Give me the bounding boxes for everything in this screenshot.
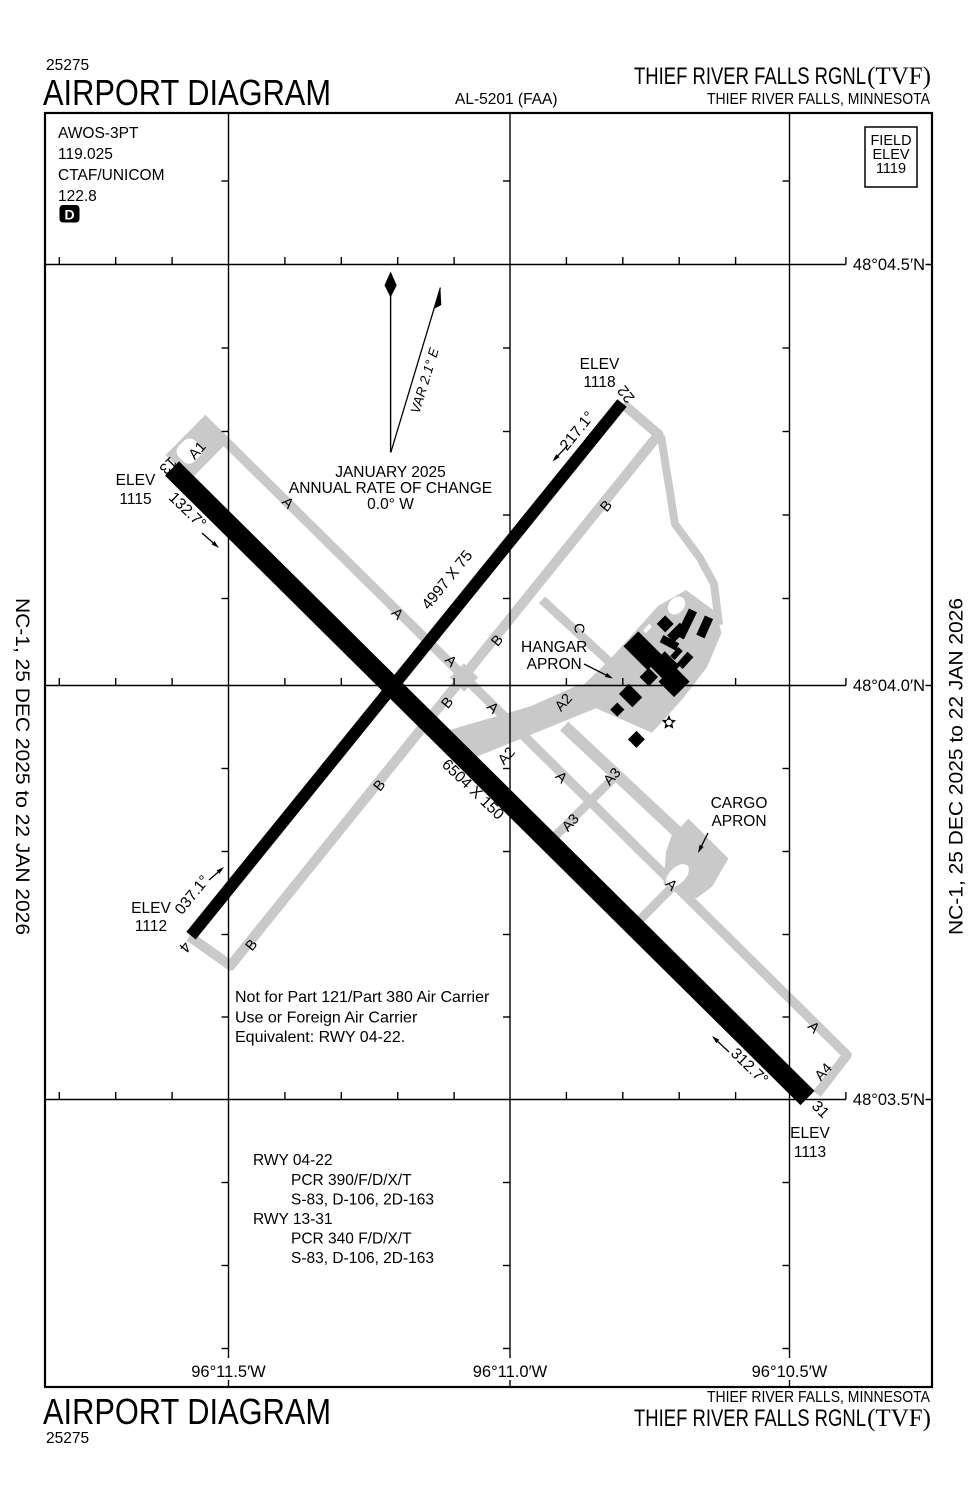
svg-text:119.025: 119.025 bbox=[58, 146, 113, 163]
svg-text:AIRPORT DIAGRAM: AIRPORT DIAGRAM bbox=[43, 1391, 331, 1432]
svg-text:122.8: 122.8 bbox=[58, 188, 97, 205]
svg-text:THIEF RIVER FALLS, MINNESOTA: THIEF RIVER FALLS, MINNESOTA bbox=[707, 91, 930, 108]
svg-text:1119: 1119 bbox=[876, 161, 906, 177]
svg-text:RWY 13-31: RWY 13-31 bbox=[253, 1211, 333, 1228]
svg-text:96°10.5′W: 96°10.5′W bbox=[752, 1363, 828, 1381]
svg-text:96°11.0′W: 96°11.0′W bbox=[473, 1363, 548, 1381]
svg-text:CARGO: CARGO bbox=[711, 795, 768, 812]
svg-text:PCR 340 F/D/X/T: PCR 340 F/D/X/T bbox=[291, 1231, 412, 1248]
svg-text:ELEV: ELEV bbox=[790, 1125, 830, 1142]
svg-text:C: C bbox=[571, 623, 587, 633]
svg-text:PCR 390/F/D/X/T: PCR 390/F/D/X/T bbox=[291, 1172, 412, 1189]
svg-text:FIELD: FIELD bbox=[870, 133, 911, 149]
svg-text:ELEV: ELEV bbox=[131, 900, 171, 917]
svg-text:1115: 1115 bbox=[119, 491, 151, 508]
svg-text:RWY 04-22: RWY 04-22 bbox=[253, 1152, 333, 1169]
svg-text:ANNUAL RATE OF CHANGE: ANNUAL RATE OF CHANGE bbox=[289, 480, 492, 497]
svg-text:48°04.5′N: 48°04.5′N bbox=[853, 256, 925, 274]
svg-text:1112: 1112 bbox=[135, 918, 167, 935]
svg-text:(TVF): (TVF) bbox=[867, 1405, 931, 1432]
svg-text:ELEV: ELEV bbox=[116, 472, 156, 489]
svg-text:Not for Part 121/Part 380 Air: Not for Part 121/Part 380 Air Carrier bbox=[235, 989, 490, 1006]
svg-text:1113: 1113 bbox=[794, 1144, 826, 1161]
svg-text:THIEF RIVER FALLS RGNL: THIEF RIVER FALLS RGNL bbox=[634, 63, 866, 90]
svg-text:CTAF/UNICOM: CTAF/UNICOM bbox=[58, 167, 164, 184]
svg-text:HANGAR: HANGAR bbox=[521, 639, 587, 656]
svg-text:NC-1, 25 DEC 2025 to 22 JAN: NC-1, 25 DEC 2025 to 22 JAN 2026 bbox=[11, 598, 32, 935]
svg-text:(TVF): (TVF) bbox=[867, 63, 931, 90]
svg-text:S-83, D-106, 2D-163: S-83, D-106, 2D-163 bbox=[291, 1192, 434, 1209]
svg-text:ELEV: ELEV bbox=[872, 147, 909, 163]
svg-text:96°11.5′W: 96°11.5′W bbox=[191, 1363, 266, 1381]
svg-text:AWOS-3PT: AWOS-3PT bbox=[58, 125, 139, 142]
svg-text:AL-5201 (FAA): AL-5201 (FAA) bbox=[455, 91, 558, 108]
svg-text:ELEV: ELEV bbox=[580, 356, 620, 373]
svg-text:1118: 1118 bbox=[583, 374, 615, 391]
svg-text:APRON: APRON bbox=[527, 656, 582, 673]
svg-text:THIEF RIVER FALLS RGNL: THIEF RIVER FALLS RGNL bbox=[634, 1405, 866, 1432]
svg-text:Equivalent: RWY 04-22.: Equivalent: RWY 04-22. bbox=[235, 1029, 405, 1046]
svg-text:48°04.0′N: 48°04.0′N bbox=[853, 677, 925, 695]
svg-text:APRON: APRON bbox=[711, 813, 766, 830]
svg-text:Use or Foreign Air Carrier: Use or Foreign Air Carrier bbox=[235, 1010, 418, 1027]
svg-text:S-83, D-106, 2D-163: S-83, D-106, 2D-163 bbox=[291, 1250, 434, 1267]
svg-text:NC-1, 25 DEC 2025 to 22 JAN: NC-1, 25 DEC 2025 to 22 JAN 2026 bbox=[947, 598, 968, 935]
svg-text:D: D bbox=[64, 207, 74, 223]
svg-text:25275: 25275 bbox=[46, 57, 89, 74]
svg-text:25275: 25275 bbox=[46, 1430, 89, 1447]
svg-text:JANUARY 2025: JANUARY 2025 bbox=[335, 464, 446, 481]
svg-text:THIEF RIVER FALLS, MINNESOTA: THIEF RIVER FALLS, MINNESOTA bbox=[707, 1389, 930, 1406]
svg-text:48°03.5′N: 48°03.5′N bbox=[853, 1091, 925, 1109]
svg-text:AIRPORT DIAGRAM: AIRPORT DIAGRAM bbox=[43, 72, 331, 113]
svg-text:0.0° W: 0.0° W bbox=[367, 496, 414, 513]
